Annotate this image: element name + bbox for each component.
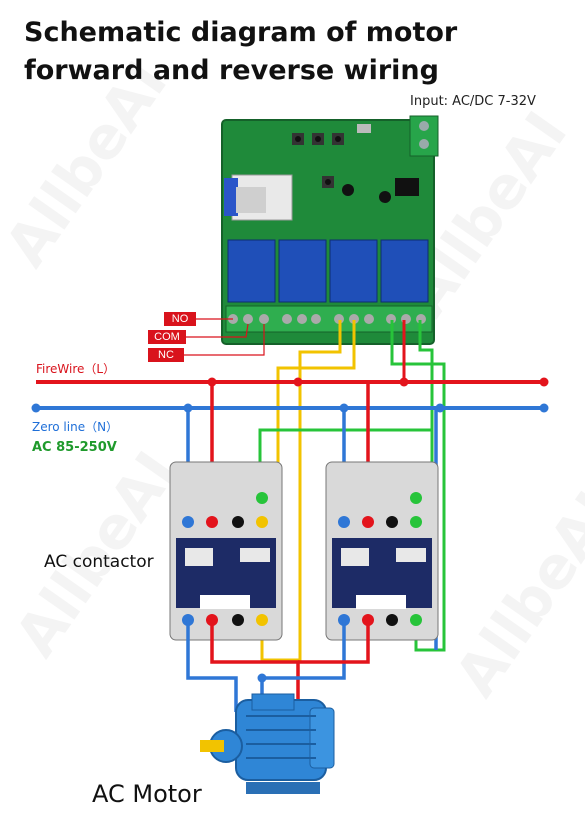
neutral-line-label: Zero line（N） — [32, 420, 119, 434]
terminal-nc-tag: NC — [148, 348, 184, 362]
power-input-terminal — [409, 115, 439, 157]
neutral-line — [31, 403, 549, 413]
live-line — [36, 377, 549, 387]
input-voltage-label: Input: AC/DC 7-32V — [410, 94, 536, 109]
relay-control-wires — [258, 320, 446, 662]
contactor-right — [325, 461, 439, 641]
terminal-com-tag: COM — [148, 330, 186, 344]
motor-feed-wires — [186, 620, 370, 712]
board-buttons — [292, 133, 344, 188]
relays — [227, 239, 429, 303]
output-terminals — [225, 305, 433, 333]
page-title: Schematic diagram of motor forward and r… — [24, 17, 458, 86]
live-line-label: FireWire（L） — [36, 362, 116, 376]
motor-label: AC Motor — [92, 780, 202, 808]
motor — [200, 693, 335, 794]
contactor-label: AC contactor — [44, 552, 154, 572]
relay-module — [221, 115, 439, 345]
contactor-left — [169, 461, 283, 641]
mains-voltage-label: AC 85-250V — [32, 440, 117, 455]
relay-tag-leaders — [184, 318, 265, 356]
terminal-no-tag: NO — [164, 312, 196, 326]
